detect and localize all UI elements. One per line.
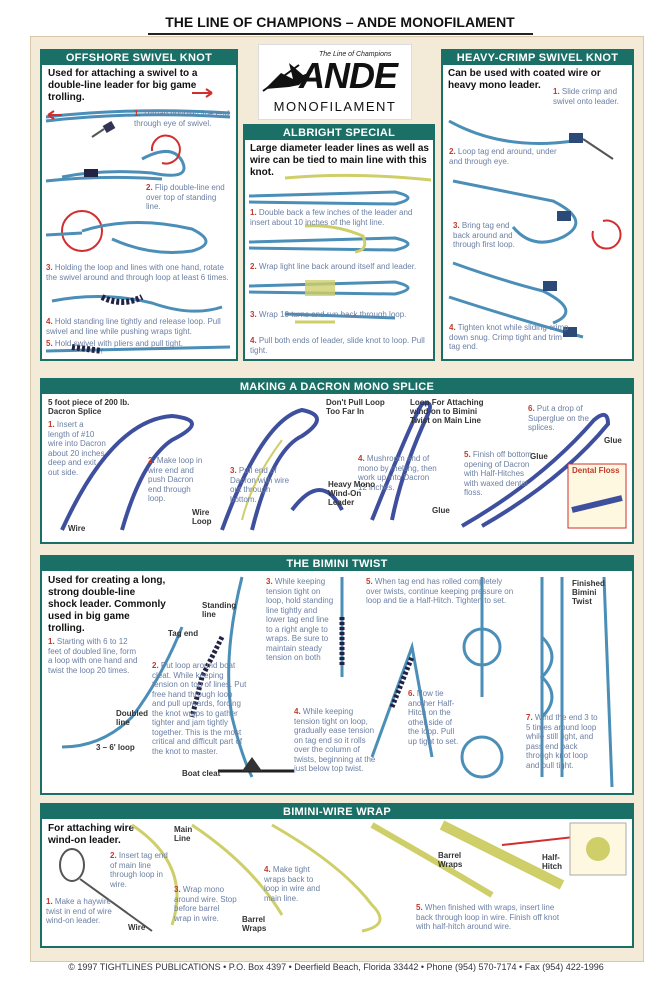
bimini-step-4: 4. While keeping tension tight on loop, … [294, 707, 376, 773]
marlin-icon [262, 63, 313, 92]
bimini-step-5: 5. When tag end has rolled completely ov… [366, 577, 514, 605]
crimp-step-4: 4. Tighten knot while sliding crimp down… [449, 323, 569, 351]
wirewrap-step-2: 2. Insert tag end of main line through l… [110, 851, 168, 889]
bimini-step-7: 7. Wind the end 3 to 5 times around loop… [526, 713, 598, 770]
dacron-glue-label-2: Glue [530, 452, 548, 461]
bimini-twist-panel: THE BIMINI TWIST Used for creating a lon… [40, 555, 634, 795]
bimini-wire-wrap-panel: BIMINI-WIRE WRAP For attaching wire wind… [40, 803, 634, 948]
bimini-finished-label: Finished Bimini Twist [572, 579, 605, 606]
albright-step-4: 4. Pull both ends of leader, slide knot … [250, 336, 425, 355]
logo-subtitle: MONOFILAMENT [273, 99, 397, 114]
dacron-floss-label: Dental Floss [572, 466, 620, 475]
offshore-step-3: 3. Holding the loop and lines with one h… [46, 263, 229, 282]
copyright-line: © 1997 TIGHTLINES PUBLICATIONS • P.O. Bo… [68, 962, 604, 972]
offshore-illustration [45, 88, 231, 354]
heavy-crimp-panel: HEAVY-CRIMP SWIVEL KNOT Can be used with… [441, 49, 634, 361]
albright-step-2: 2. Wrap light line back around itself an… [250, 262, 417, 271]
wirewrap-step-4: 4. Make tight wraps back to loop in wire… [264, 865, 321, 903]
bimini-tagend-label: Tag end [168, 629, 199, 638]
wirewrap-step-1: 1. Make a haywire twist in end of wire w… [46, 897, 112, 925]
wirewrap-desc: For attaching wire wind-on leader. [48, 823, 135, 846]
albright-illustration [248, 173, 432, 324]
bimini-step-2: 2. Put loop around boat cleat. While kee… [152, 661, 247, 756]
wirewrap-header: BIMINI-WIRE WRAP [42, 805, 632, 819]
dacron-dontpull-label: Don't Pull Loop Too Far In [326, 398, 385, 416]
dacron-wireloop-label: Wire Loop [192, 508, 212, 526]
dacron-splice-panel: MAKING A DACRON MONO SPLICE 5 foot piece… [40, 378, 634, 544]
dacron-step-4: 4. Mushroom end of mono by melting, then… [358, 454, 437, 492]
bimini-header: THE BIMINI TWIST [42, 557, 632, 571]
logo-brand: ANDE [299, 55, 398, 96]
wirewrap-step-5: 5. When finished with wraps, insert line… [416, 903, 560, 931]
offshore-step-5: 5. Hold swivel with pliers and pull tigh… [46, 339, 183, 348]
dacron-step-3: 3. Pull end of Dacron with wire out thro… [230, 466, 290, 504]
bimini-cleat-label: Boat cleat [182, 769, 221, 778]
albright-desc: Large diameter leader lines as well as w… [250, 143, 429, 178]
offshore-step-1: 1. Thread doubled line end through eye o… [134, 109, 230, 128]
albright-panel: ALBRIGHT SPECIAL Large diameter leader l… [243, 124, 435, 361]
crimp-step-3: 3. Bring tag end back around and through… [453, 221, 515, 249]
bimini-doubled-label: Doubled line [116, 709, 148, 727]
offshore-step-2: 2. Flip double-line end over top of stan… [146, 183, 225, 211]
wirewrap-wire-label: Wire [128, 923, 146, 932]
offshore-step-4: 4. Hold standing line tightly and releas… [46, 317, 221, 336]
bimini-desc: Used for creating a long, strong double-… [48, 575, 166, 634]
offshore-swivel-panel: OFFSHORE SWIVEL KNOT Used for attaching … [40, 49, 238, 361]
wirewrap-illustration [59, 820, 627, 933]
ande-logo: The Line of Champions ANDE MONOFILAMENT [258, 44, 412, 120]
dacron-heavymono-label: Heavy Mono Wind-On Leader [328, 480, 376, 507]
title-underline [148, 33, 533, 35]
dacron-glue-label-3: Glue [604, 436, 622, 445]
albright-step-3: 3. Wrap 10 turns and run back through lo… [250, 310, 407, 319]
logo-tagline: The Line of Champions [319, 51, 392, 58]
page-title: THE LINE OF CHAMPIONS – ANDE MONOFILAMEN… [165, 14, 515, 30]
dacron-piece-label: 5 foot piece of 200 lb. Dacron Splice [48, 398, 130, 416]
wirewrap-mainline-label: Main Line [174, 825, 193, 843]
bimini-standing-label: Standing line [202, 601, 237, 619]
dacron-step-1: 1. Insert a length of #10 wire into Dacr… [48, 420, 106, 477]
dacron-illustration [60, 401, 627, 531]
dacron-step-2: 2. Make loop in wire end and push Dacron… [148, 456, 203, 503]
crimp-illustration [448, 119, 622, 339]
wirewrap-step-3: 3. Wrap mono around wire. Stop before ba… [174, 885, 237, 923]
crimp-step-1: 1. Slide crimp and swivel onto leader. [553, 87, 619, 106]
offshore-header: OFFSHORE SWIVEL KNOT [42, 51, 236, 65]
wirewrap-barrel-label-1: Barrel Wraps [242, 915, 267, 933]
dacron-loopfor-label: Loop For Attaching wind-on to Bimini Twi… [410, 398, 484, 425]
wirewrap-barrel-label-2: Barrel Wraps [438, 851, 463, 869]
crimp-desc: Can be used with coated wire or heavy mo… [448, 68, 601, 91]
albright-header: ALBRIGHT SPECIAL [245, 126, 433, 140]
offshore-desc: Used for attaching a swivel to a double-… [48, 68, 198, 103]
dacron-glue-label-1: Glue [432, 506, 450, 515]
bimini-loop-label: 3 – 6' loop [96, 743, 135, 752]
albright-step-1: 1. Double back a few inches of the leade… [250, 208, 413, 227]
bimini-illustration [61, 576, 614, 788]
dacron-header: MAKING A DACRON MONO SPLICE [42, 380, 632, 394]
dacron-step-6: 6. Put a drop of Superglue on the splice… [528, 404, 589, 432]
dacron-wire-label: Wire [68, 524, 86, 533]
bimini-step-3: 3. While keeping tension tight on loop, … [266, 577, 334, 662]
bimini-step-6: 6. Now tie another Half-Hitch on the oth… [408, 689, 459, 746]
crimp-header: HEAVY-CRIMP SWIVEL KNOT [443, 51, 632, 65]
crimp-step-2: 2. Loop tag end around, under and throug… [449, 147, 557, 166]
dacron-step-5: 5. Finish off bottom opening of Dacron w… [464, 450, 532, 497]
wirewrap-halfhitch-label: Half-Hitch [542, 853, 562, 871]
bimini-step-1: 1. Starting with 6 to 12 feet of doubled… [48, 637, 138, 675]
